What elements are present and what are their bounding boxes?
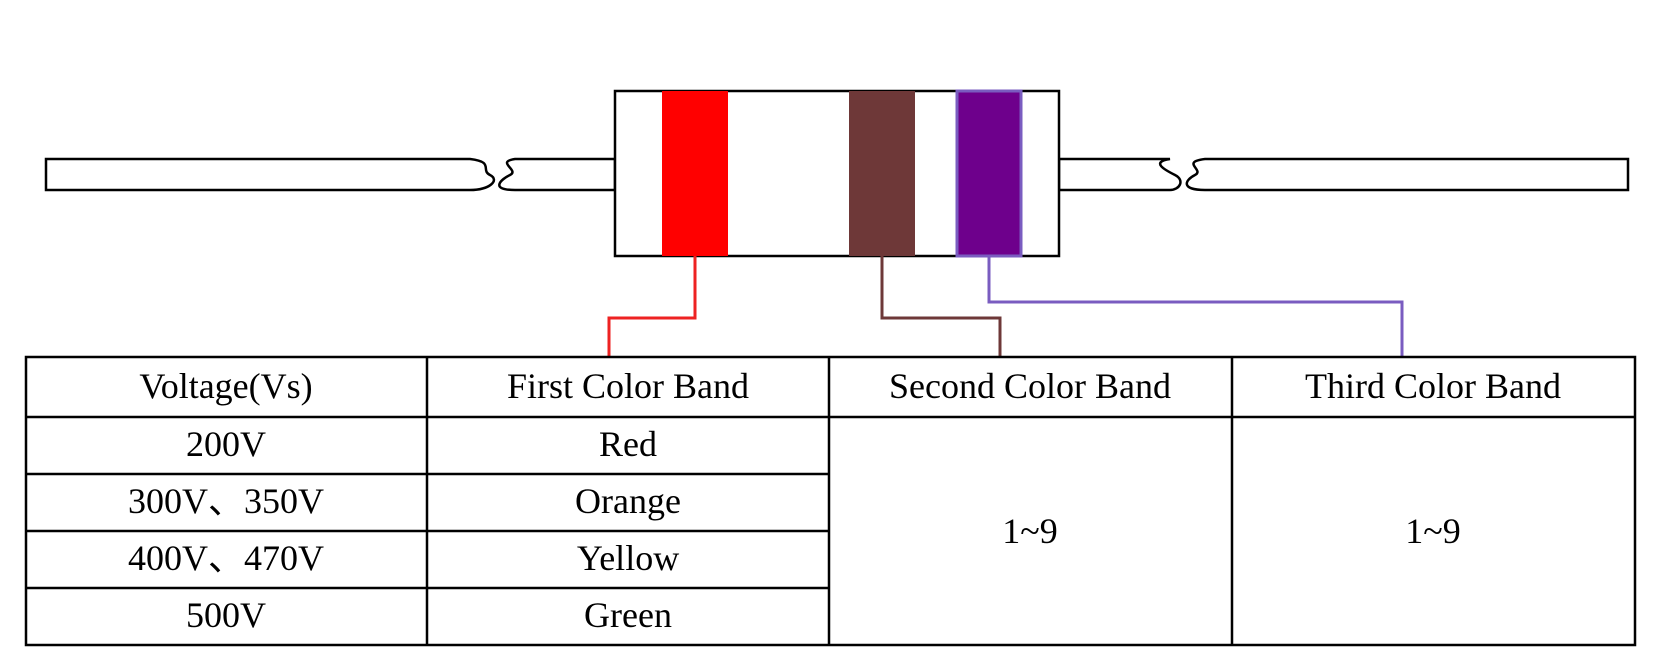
first-band-cell: Green: [584, 595, 672, 635]
first-band-cell: Yellow: [577, 538, 679, 578]
header-third-color-band: Third Color Band: [1305, 366, 1561, 406]
voltage-cell: 500V: [186, 595, 266, 635]
second-band-leader-line: [880, 256, 1002, 357]
left-lead: [44, 157, 617, 192]
third-band-leader-line: [987, 256, 1404, 357]
header-second-color-band: Second Color Band: [889, 366, 1171, 406]
first-band-cell: Red: [599, 424, 657, 464]
voltage-cell: 400V、470V: [128, 538, 324, 578]
voltage-cell: 300V、350V: [128, 481, 324, 521]
header-voltage: Voltage(Vs): [139, 366, 312, 406]
header-first-color-band: First Color Band: [507, 366, 749, 406]
third-band-range: 1~9: [1405, 511, 1460, 551]
right-lead-inner-segment: [1057, 157, 1182, 192]
voltage-cell: 200V: [186, 424, 266, 464]
second-band-range: 1~9: [1002, 511, 1057, 551]
table-border: [24, 355, 1637, 647]
right-lead-outer-segment: [1185, 157, 1630, 192]
band-table: [24, 355, 1637, 647]
second-color-band: [849, 91, 915, 256]
left-lead-outer-segment: [44, 157, 496, 192]
left-lead-inner-segment: [498, 157, 617, 192]
first-band-cell: Orange: [575, 481, 681, 521]
right-lead: [1057, 157, 1630, 192]
first-color-band: [662, 91, 728, 256]
first-band-leader-line: [607, 256, 697, 357]
third-color-band: [955, 89, 1023, 258]
